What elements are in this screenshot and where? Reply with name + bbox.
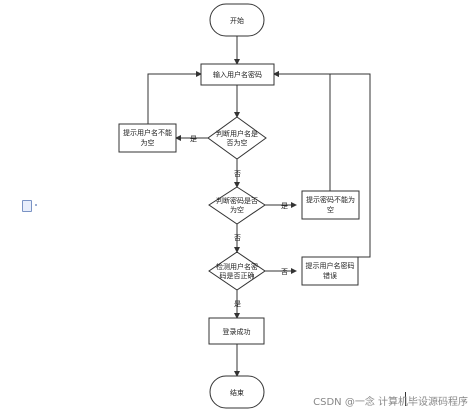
check-empty-label-1: 判断用户名是 xyxy=(216,129,258,138)
input-label: 输入用户名密码 xyxy=(213,70,262,79)
input-node: 输入用户名密码 xyxy=(200,63,275,86)
edge-pwdprompt-loop xyxy=(273,71,331,191)
dot-icon xyxy=(35,204,37,206)
edge-prompt-loop xyxy=(147,71,202,124)
prompt-wrong-label-1: 提示用户名密码 xyxy=(306,261,355,270)
label-yes-2: 是 xyxy=(281,202,288,210)
label-no-1: 否 xyxy=(234,170,241,178)
prompt-wrong-node: 提示用户名密码 错误 xyxy=(301,256,359,286)
check-empty-decision: 判断用户名是 否为空 xyxy=(207,116,267,160)
label-yes-3: 是 xyxy=(234,300,241,308)
check-pwd-decision: 判断密码是否 为空 xyxy=(208,186,266,225)
connectors xyxy=(147,36,371,377)
check-pwd-label-2: 为空 xyxy=(230,205,244,214)
prompt-empty-node: 提示用户名不能 为空 xyxy=(118,123,177,153)
edge-wrong-loop xyxy=(273,71,371,258)
prompt-pwd-node: 提示密码不能为 空 xyxy=(301,190,360,220)
start-node: 开始 xyxy=(209,3,265,37)
label-no-3: 否 xyxy=(281,268,288,276)
document-icon xyxy=(22,200,32,212)
verify-label-2: 码是否正确 xyxy=(220,271,255,280)
prompt-pwd-label-1: 提示密码不能为 xyxy=(306,195,355,204)
end-label: 结束 xyxy=(230,388,244,397)
verify-label-1: 检测用户名密 xyxy=(216,262,258,271)
login-ok-label: 登录成功 xyxy=(223,327,251,336)
check-pwd-label-1: 判断密码是否 xyxy=(216,196,258,205)
end-node: 结束 xyxy=(209,375,265,409)
text-cursor-icon xyxy=(405,392,406,406)
login-ok-node: 登录成功 xyxy=(208,317,265,345)
prompt-pwd-label-2: 空 xyxy=(327,205,334,214)
prompt-empty-label-2: 为空 xyxy=(141,138,155,147)
prompt-empty-label-1: 提示用户名不能 xyxy=(123,128,172,137)
label-yes-1: 是 xyxy=(190,135,197,143)
start-label: 开始 xyxy=(230,16,244,25)
check-empty-label-2: 否为空 xyxy=(227,138,248,147)
prompt-wrong-label-2: 错误 xyxy=(323,271,337,280)
label-no-2: 否 xyxy=(234,234,241,242)
verify-decision: 检测用户名密 码是否正确 xyxy=(208,251,266,291)
watermark: CSDN @一念 计算机毕设源码程序 xyxy=(313,397,468,408)
